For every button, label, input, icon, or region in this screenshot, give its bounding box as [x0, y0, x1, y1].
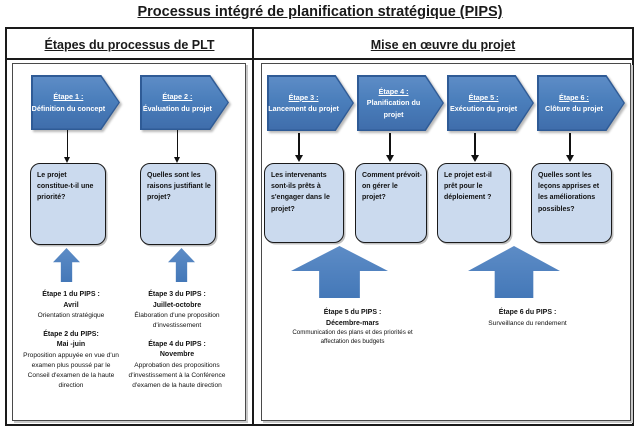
step-chevron-4: Étape 4 : Planification du projet: [357, 75, 444, 131]
down-arrow-icon: [385, 155, 394, 162]
note-etape6-pips: Étape 6 du PIPS : Surveillance du rendem…: [488, 309, 567, 327]
down-arrow-icon: [294, 155, 303, 162]
header-row: Étapes du processus de PLT Mise en œuvre…: [7, 29, 632, 60]
note-etape5-pips: Étape 5 du PIPS : Décembre-mars Communic…: [292, 309, 413, 345]
note-etape4: Étape 4 du PIPS : Novembre Approbation d…: [128, 340, 226, 389]
question-box-1: Le projet constitue-t-il une priorité?: [30, 163, 106, 245]
left-section-header: Étapes du processus de PLT: [44, 37, 215, 52]
step-chevron-2: Étape 2 : Évaluation du projet: [140, 75, 229, 130]
question-box-3: Les intervenants sont-ils prêts à s'enga…: [264, 163, 344, 243]
step-label: Étape 3 :: [288, 92, 319, 102]
step-chevron-1: Étape 1 : Définition du concept: [31, 75, 120, 130]
diagram-frame: Étapes du processus de PLT Mise en œuvre…: [5, 27, 634, 426]
step-name: Planification du projet: [366, 98, 421, 119]
step-name: Définition du concept: [31, 103, 106, 113]
step-label: Étape 5 :: [468, 92, 499, 102]
question-box-5: Le projet est-il prêt pour le déploiemen…: [437, 163, 511, 243]
notes-column-1: Étape 1 du PIPS : Avril Orientation stra…: [15, 290, 127, 399]
question-box-6: Quelles sont les leçons apprises et les …: [531, 163, 612, 243]
step-name: Lancement du projet: [268, 104, 339, 113]
up-arrow-icon: [53, 248, 80, 282]
notes-column-2: Étape 3 du PIPS : Juillet-octobre Élabor…: [118, 290, 236, 399]
left-panel: Étape 1 : Définition du concept Étape 2 …: [12, 63, 246, 421]
note-etape1: Étape 1 du PIPS : Avril Orientation stra…: [37, 291, 105, 319]
right-section-header: Mise en œuvre du projet: [370, 37, 516, 52]
down-arrow-icon: [173, 157, 180, 163]
step-name: Exécution du projet: [450, 104, 518, 113]
connector-line: [66, 130, 68, 157]
step-name: Clôture du projet: [545, 104, 603, 113]
connector-line: [297, 133, 301, 155]
step-chevron-6: Étape 6 : Clôture du projet: [537, 75, 625, 131]
step-label: Étape 6 :: [558, 92, 589, 102]
connector-line: [388, 133, 392, 155]
note-etape2: Étape 2 du PIPS: Mai -juin Proposition a…: [23, 330, 119, 389]
up-arrow-icon: [168, 248, 195, 282]
note-etape3: Étape 3 du PIPS : Juillet-octobre Élabor…: [134, 291, 220, 329]
step-name: Évaluation du projet: [142, 103, 212, 113]
question-box-2: Quelles sont les raisons justifiant le p…: [140, 163, 216, 245]
down-arrow-icon: [470, 155, 479, 162]
step-label: Étape 1 :: [53, 92, 84, 102]
connector-line: [473, 133, 477, 155]
step-chevron-3: Étape 3 : Lancement du projet: [267, 75, 354, 131]
step-chevron-5: Étape 5 : Exécution du projet: [447, 75, 534, 131]
connector-line: [176, 130, 178, 157]
right-panel: Étape 3 : Lancement du projet Étape 4 : …: [261, 63, 631, 421]
section-divider: [252, 29, 254, 424]
up-arrow-icon: [468, 246, 560, 298]
connector-line: [568, 133, 572, 155]
step-label: Étape 2 :: [162, 92, 193, 102]
up-arrow-icon: [291, 246, 388, 298]
step-label: Étape 4 :: [378, 87, 409, 97]
down-arrow-icon: [565, 155, 574, 162]
down-arrow-icon: [63, 157, 70, 163]
page-title: Processus intégré de planification strat…: [137, 4, 503, 20]
question-box-4: Comment prévoit-on gérer le projet?: [355, 163, 427, 243]
